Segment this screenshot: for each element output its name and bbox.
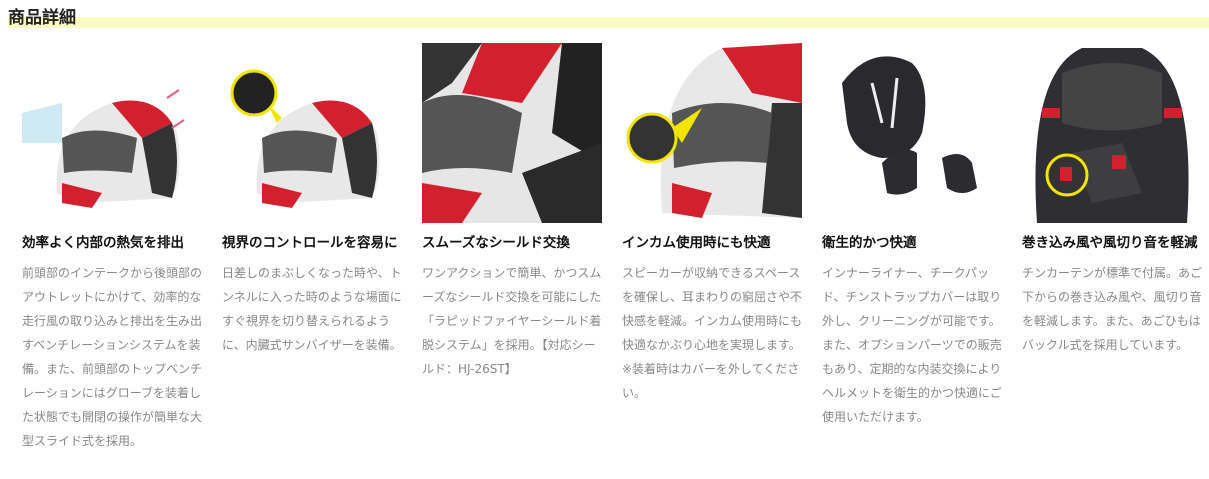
feature-shield: スムーズなシールド交換 ワンアクションで簡単、かつスムーズなシールド交換を可能に… [422, 43, 602, 381]
feature-sun-visor: 視界のコントロールを容易に 日差しのまぶしくなった時や、トンネルに入った時のよう… [222, 43, 402, 357]
feature-heading: 巻き込み風や風切り音を軽減 [1022, 235, 1198, 251]
feature-heading: 視界のコントロールを容易に [222, 235, 398, 251]
title-highlight [8, 17, 1209, 28]
section-title: 商品詳細 [8, 8, 76, 28]
feature-description: チンカーテンが標準で付属。あご下からの巻き込み風や、風切り音を軽減します。また、… [1022, 266, 1203, 352]
feature-description: スピーカーが収納できるスペースを確保し、耳まわりの窮屈さや不快感を軽減。インカム… [622, 266, 803, 400]
feature-chin-curtain: 巻き込み風や風切り音を軽減 チンカーテンが標準で付属。あご下からの巻き込み風や、… [1022, 43, 1202, 357]
feature-heading: 効率よく内部の熱気を排出 [22, 235, 184, 251]
feature-inner-liner: 衛生的かつ快適 インナーライナー、チークパッド、チンストラップカバーは取り外し、… [822, 43, 1002, 429]
feature-description: インナーライナー、チークパッド、チンストラップカバーは取り外し、クリーニングが可… [822, 266, 1002, 424]
feature-heading: スムーズなシールド交換 [422, 235, 570, 251]
helmet-sun-visor-image [222, 43, 402, 223]
helmet-ventilation-image [22, 43, 202, 223]
feature-description: 前頭部のインテークから後頭部のアウトレットにかけて、効率的な走行風の取り込みと排… [22, 266, 203, 448]
feature-description: 日差しのまぶしくなった時や、トンネルに入った時のような場面にすぐ視界を切り替えら… [222, 266, 402, 352]
feature-description: ワンアクションで簡単、かつスムーズなシールド交換を可能にした「ラピッドファイヤー… [422, 266, 602, 376]
feature-heading: 衛生的かつ快適 [822, 235, 917, 251]
feature-intercom: インカム使用時にも快適 スピーカーが収納できるスペースを確保し、耳まわりの窮屈さ… [622, 43, 802, 405]
feature-heading: インカム使用時にも快適 [622, 235, 771, 251]
feature-ventilation: 効率よく内部の熱気を排出 前頭部のインテークから後頭部のアウトレットにかけて、効… [22, 43, 202, 453]
helmet-shield-closeup-image [422, 43, 602, 223]
helmet-intercom-image [622, 43, 802, 223]
section-header: 商品詳細 [0, 0, 1209, 30]
helmet-inner-liner-image [822, 43, 1002, 223]
helmet-chin-curtain-image [1022, 43, 1202, 223]
